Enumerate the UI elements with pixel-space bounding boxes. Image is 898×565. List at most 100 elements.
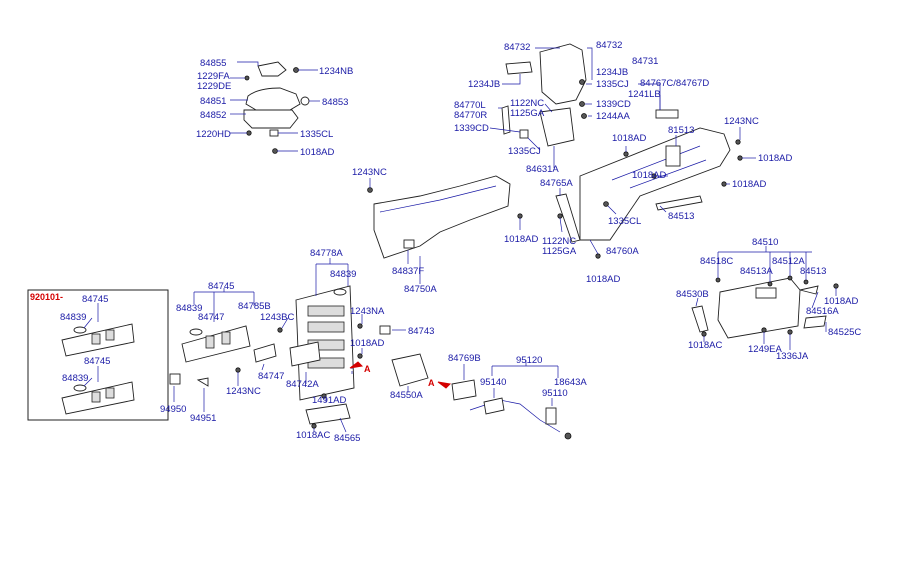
leaders-right bbox=[695, 246, 837, 350]
screw-84518C bbox=[715, 277, 721, 283]
label-920101: 920101- bbox=[30, 292, 63, 302]
part-84839-ring-a bbox=[73, 326, 87, 334]
part-95110-relay bbox=[545, 407, 557, 425]
label-1018AD-e: 1018AD bbox=[632, 170, 666, 181]
label-84839-d: 84839 bbox=[176, 303, 202, 314]
part-84565-bracket bbox=[305, 403, 351, 425]
label-84770L: 84770L bbox=[454, 100, 486, 111]
part-84750A-knee-bolster bbox=[373, 175, 511, 259]
part-18643A-bulb bbox=[564, 432, 572, 440]
leaders-variant bbox=[83, 303, 99, 387]
part-84516A-strap bbox=[799, 285, 819, 295]
screw-1243NC-c bbox=[235, 367, 241, 373]
label-84837F: 84837F bbox=[392, 266, 424, 277]
variant-vents bbox=[61, 323, 135, 415]
label-95120: 95120 bbox=[516, 355, 542, 366]
vent-a-slot-2 bbox=[105, 329, 115, 341]
ref-arrow-a-left bbox=[349, 361, 364, 369]
screw-1234NB bbox=[293, 67, 299, 73]
part-84530B-link bbox=[691, 305, 709, 333]
label-1243NC-b: 1243NC bbox=[352, 167, 387, 178]
label-84745-b: 84745 bbox=[84, 356, 110, 367]
leaders-center bbox=[369, 178, 521, 284]
label-1018AD-b: 1018AD bbox=[612, 133, 646, 144]
label-84550A: 84550A bbox=[390, 390, 423, 401]
part-84525C-hinge bbox=[803, 315, 827, 329]
label-84769B: 84769B bbox=[448, 353, 481, 364]
lower-dash-panel-group bbox=[555, 127, 743, 259]
screw-1243NA bbox=[357, 323, 363, 329]
label-1335CJ-a: 1335CJ bbox=[596, 79, 629, 90]
label-84852: 84852 bbox=[200, 110, 226, 121]
label-84731: 84731 bbox=[632, 56, 658, 67]
label-84525C: 84525C bbox=[828, 327, 861, 338]
label-1336JA: 1336JA bbox=[776, 351, 809, 362]
part-84855-bracket bbox=[257, 61, 287, 77]
label-94951: 94951 bbox=[190, 413, 216, 424]
screw-1018AD-b bbox=[623, 151, 629, 157]
label-84855: 84855 bbox=[200, 58, 226, 69]
steering-column-cover-group bbox=[243, 61, 310, 154]
glove-box-latch bbox=[755, 287, 777, 299]
label-18643A: 18643A bbox=[554, 377, 587, 388]
label-1018AD-c: 1018AD bbox=[758, 153, 792, 164]
part-84852-lower-cover bbox=[243, 109, 299, 129]
vent-a-slot-1 bbox=[91, 333, 101, 345]
label-84732-b: 84732 bbox=[596, 40, 622, 51]
screw-1220HD bbox=[246, 130, 252, 136]
vent-b-slot-1 bbox=[91, 391, 101, 403]
label-84513-a: 84513 bbox=[668, 211, 694, 222]
label-ref-a-left: A bbox=[364, 364, 371, 374]
label-84516A: 84516A bbox=[806, 306, 839, 317]
label-1018AD-a: 1018AD bbox=[300, 147, 334, 158]
vent-c-slot-1 bbox=[205, 335, 215, 349]
leaders-top-center bbox=[489, 47, 661, 168]
label-94950: 94950 bbox=[160, 404, 186, 415]
label-84512A: 84512A bbox=[772, 256, 805, 267]
label-84631A: 84631A bbox=[526, 164, 559, 175]
label-1125GA-b: 1125GA bbox=[542, 246, 577, 257]
label-1018AD-i: 1018AD bbox=[824, 296, 858, 307]
label-84839-a: 84839 bbox=[330, 269, 356, 280]
part-84851-upper-cover bbox=[245, 87, 301, 111]
screw-84513A bbox=[767, 281, 773, 287]
part-95140-connector bbox=[483, 397, 505, 415]
leaders-top-left bbox=[230, 61, 320, 152]
panel-inner-lines bbox=[611, 145, 707, 189]
label-84839-b: 84839 bbox=[60, 312, 86, 323]
screw-1018AC-b bbox=[701, 331, 707, 337]
screw-1229FA bbox=[244, 75, 250, 81]
label-84513A: 84513A bbox=[740, 266, 773, 277]
vent-c-slot-2 bbox=[221, 331, 231, 345]
part-84742A-lower-vent bbox=[289, 341, 321, 367]
screw-1018AC-a bbox=[311, 423, 317, 429]
label-1339CD-a: 1339CD bbox=[596, 99, 631, 110]
part-84769B-bezel bbox=[451, 379, 477, 401]
label-84767C: 84767C/84767D bbox=[640, 78, 709, 89]
label-84745-a: 84745 bbox=[82, 294, 108, 305]
label-1234NB: 1234NB bbox=[319, 66, 353, 77]
part-84550A-tray bbox=[391, 353, 429, 387]
clip-1335CL bbox=[269, 129, 279, 137]
variant-box bbox=[27, 289, 169, 421]
part-84839-ring-d bbox=[189, 328, 203, 336]
part-84747-cap bbox=[253, 343, 277, 363]
part-84837F-clip bbox=[403, 239, 415, 249]
label-1335CJ-b: 1335CJ bbox=[508, 146, 541, 157]
screw-1249EA bbox=[761, 327, 767, 333]
label-84743: 84743 bbox=[408, 326, 434, 337]
label-1018AC-a: 1018AC bbox=[296, 430, 330, 441]
part-84732-plate bbox=[505, 61, 533, 75]
label-84839-c: 84839 bbox=[62, 373, 88, 384]
part-84765A-brace bbox=[555, 193, 581, 243]
label-1243BC: 1243BC bbox=[260, 312, 294, 323]
center-vent-group bbox=[169, 285, 391, 429]
screw-84513-b bbox=[803, 279, 809, 285]
label-1249EA: 1249EA bbox=[748, 344, 782, 355]
screw-1018AD-i bbox=[833, 283, 839, 289]
label-1122NC-b: 1122NC bbox=[542, 236, 576, 247]
screw-1018AD-c bbox=[737, 155, 743, 161]
part-84513-strip bbox=[655, 195, 703, 211]
label-84510: 84510 bbox=[752, 237, 778, 248]
screw-1018AD-d bbox=[721, 181, 727, 187]
